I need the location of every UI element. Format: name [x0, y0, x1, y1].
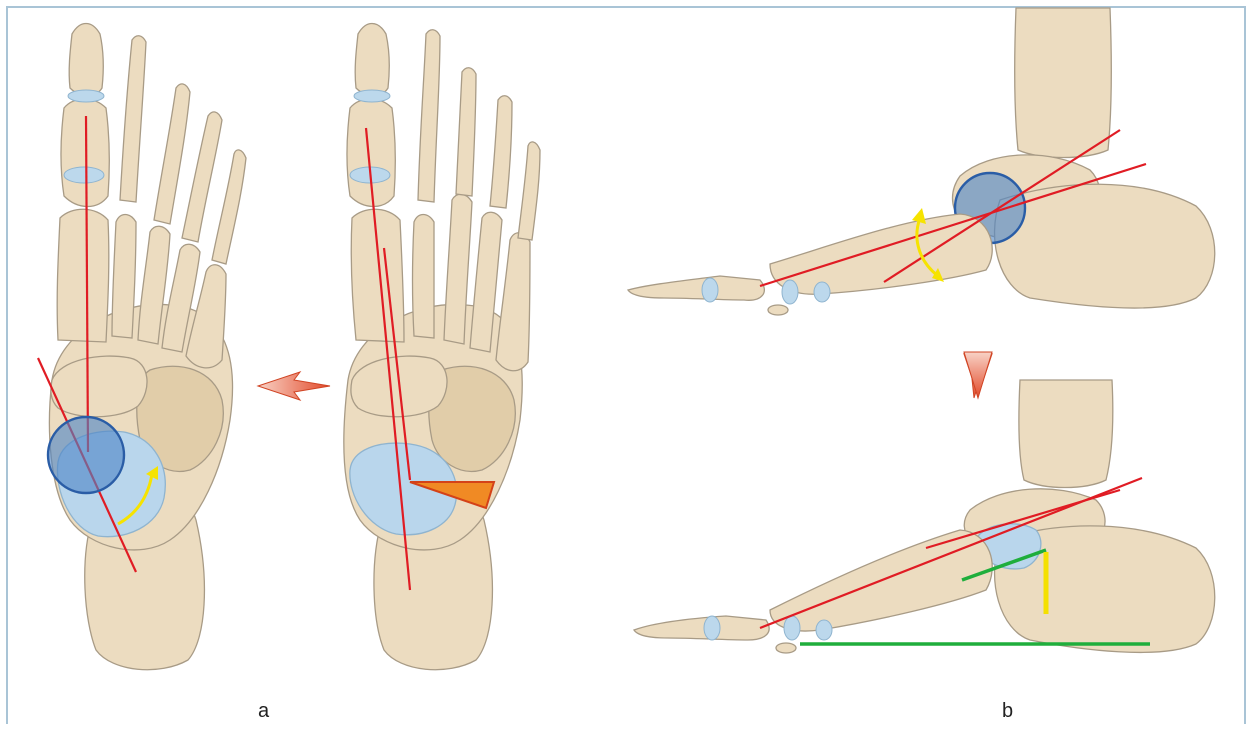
toe-5	[518, 142, 540, 240]
toe-4	[490, 96, 512, 208]
toe-joint	[702, 278, 718, 302]
sesamoid	[776, 643, 796, 653]
metatarsal-1	[351, 209, 404, 342]
panel-label-a: a	[258, 700, 269, 723]
hallux-mtp-joint	[64, 167, 104, 183]
toe-5	[212, 150, 246, 264]
hallux-joint	[354, 90, 390, 102]
toe-3	[456, 68, 476, 196]
toes	[628, 276, 764, 300]
metatarsal-5	[496, 233, 530, 371]
hallux-distal	[355, 24, 389, 96]
toe-4	[182, 112, 222, 242]
right-arrow-icon	[258, 372, 330, 400]
foot-dorsal-after	[344, 24, 540, 670]
toe-2	[120, 36, 146, 202]
toe-3	[154, 84, 190, 224]
toes	[634, 616, 769, 640]
metatarsal-1	[57, 209, 109, 342]
foot-lateral-before	[628, 8, 1215, 315]
toe-joint	[814, 282, 830, 302]
calcaneus	[995, 184, 1215, 308]
metatarsal-2	[112, 215, 136, 339]
toe-joint	[704, 616, 720, 640]
sesamoid	[768, 305, 788, 315]
foot-dorsal-before	[38, 24, 246, 670]
foot-lateral-after	[634, 380, 1215, 653]
hallux-joint	[68, 90, 104, 102]
toe-2	[418, 30, 440, 202]
midfoot-bones	[770, 214, 992, 294]
down-arrow-shape	[964, 352, 992, 398]
rotation-center-circle	[48, 417, 124, 493]
tibia	[1015, 8, 1112, 158]
panel-label-b: b	[1002, 700, 1013, 723]
toe-joint	[816, 620, 832, 640]
hallux-distal	[69, 24, 103, 96]
toe-joint	[784, 616, 800, 640]
tibia	[1019, 380, 1113, 488]
metatarsal-2	[413, 215, 435, 339]
toe-joint	[782, 280, 798, 304]
